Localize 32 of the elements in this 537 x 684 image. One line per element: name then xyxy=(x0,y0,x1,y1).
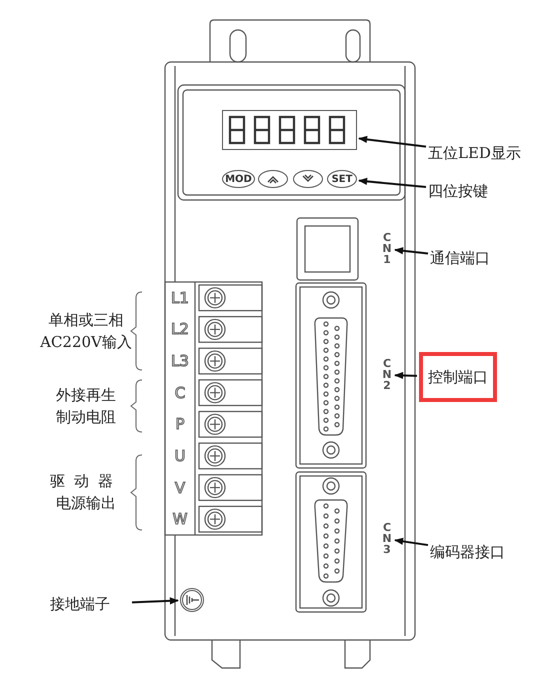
port-label: CN1 xyxy=(381,232,393,266)
callout-text: 接地端子 xyxy=(50,593,130,615)
highlighted-callout: 控制端口 xyxy=(419,352,497,402)
terminal-label: V xyxy=(174,478,186,498)
key-button: MOD xyxy=(222,170,255,188)
up-button xyxy=(258,170,288,188)
led-display xyxy=(222,110,357,150)
group-label: 外接再生制动电阻 xyxy=(55,385,117,428)
arrow xyxy=(358,136,426,148)
callout-text: 五位LED显示 xyxy=(428,142,528,164)
terminal-label: P xyxy=(174,414,186,434)
group-label: 驱动器电源输出 xyxy=(50,471,122,514)
arrow xyxy=(394,247,428,254)
arrow xyxy=(358,178,426,188)
port-label: CN2 xyxy=(381,358,393,392)
terminal-label: C xyxy=(174,382,186,403)
arrow xyxy=(394,538,428,546)
ground-terminal xyxy=(180,588,204,612)
down-button xyxy=(293,170,323,188)
terminal-label: L2 xyxy=(170,319,190,340)
callout-text: 四位按键 xyxy=(428,180,508,202)
terminal-label: W xyxy=(172,509,188,530)
group-label: 单相或三相 AC220V输入 xyxy=(39,310,133,353)
terminal-label: L3 xyxy=(170,351,190,372)
arrow xyxy=(132,597,179,604)
arrow xyxy=(394,372,418,380)
callout-text: 通信端口 xyxy=(430,247,510,269)
port-label: CN3 xyxy=(381,522,393,556)
terminal-label: L1 xyxy=(170,288,190,308)
terminal-label: U xyxy=(174,446,186,466)
callout-text: 编码器接口 xyxy=(430,541,520,563)
key-button: SET xyxy=(327,170,357,188)
